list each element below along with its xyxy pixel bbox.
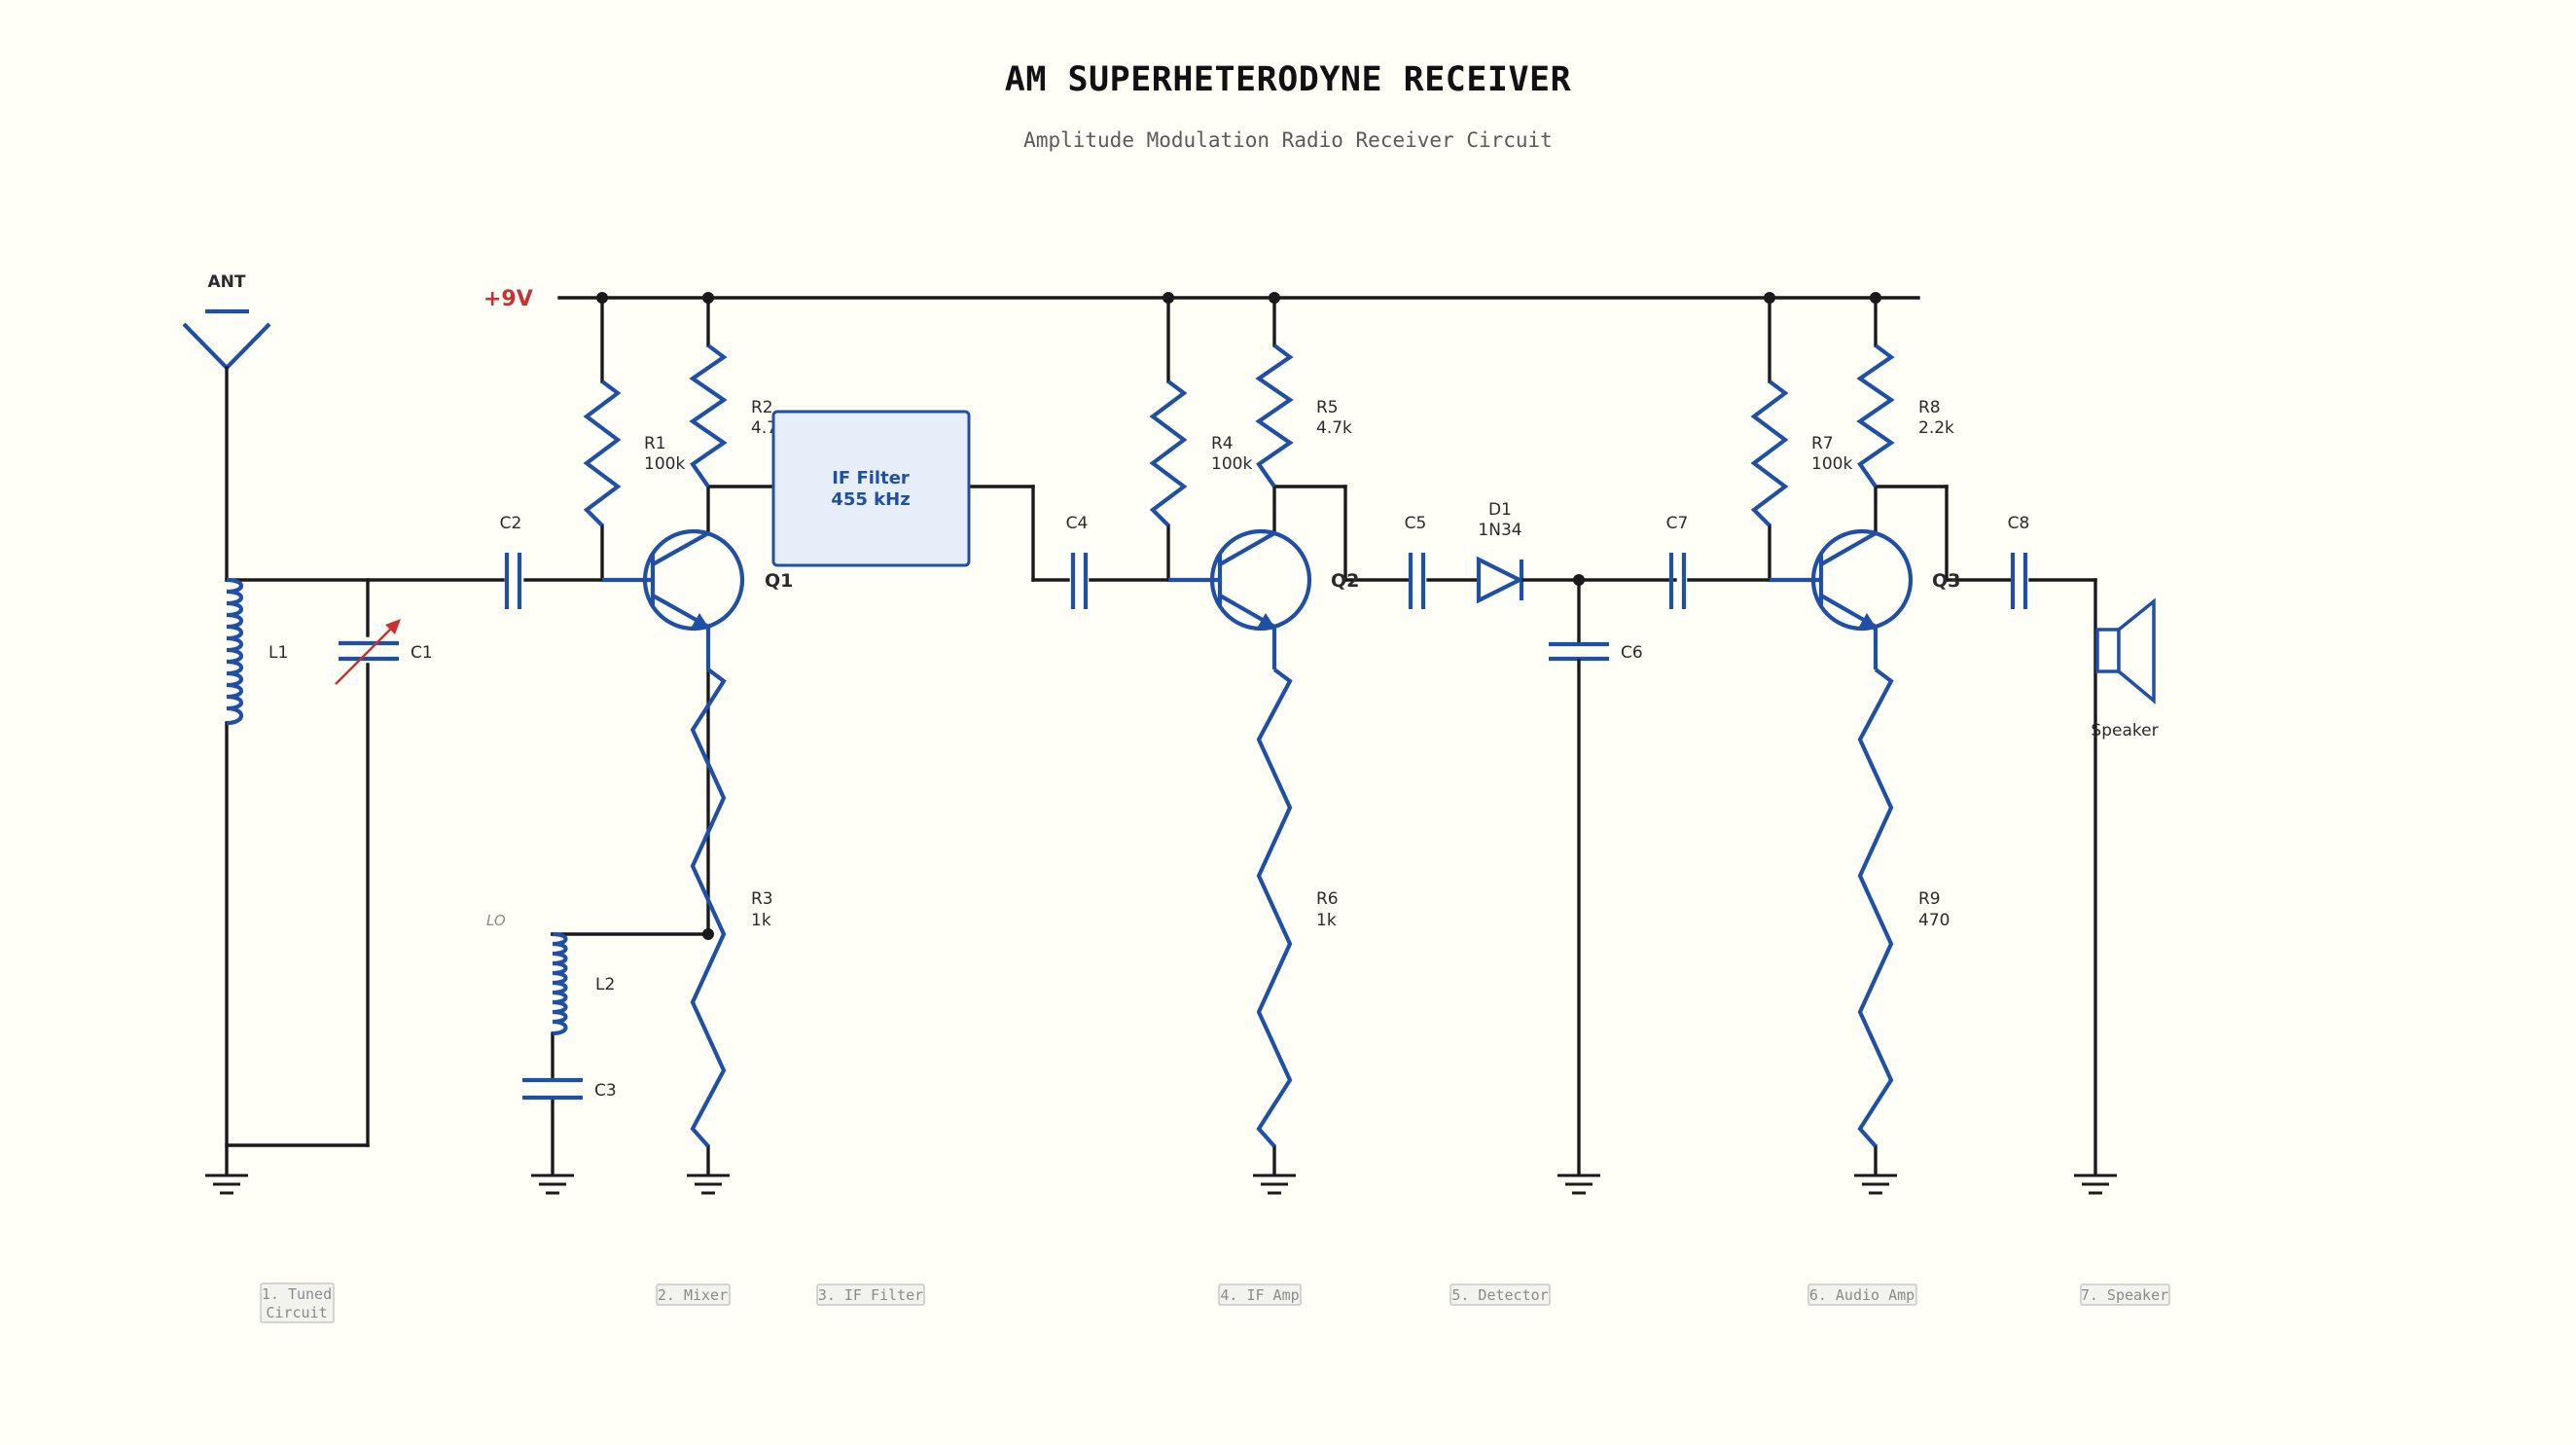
resistor-R7: R7 100k [1750,379,1852,527]
if-filter-frequency: 455 kHz [831,489,910,510]
R8-name: R8 [1918,398,1941,417]
ground-icon [687,1174,730,1195]
ground-icon [1557,1174,1600,1195]
stage-mixer: 2. Mixer [656,1283,731,1306]
stage-3-label: 3. IF Filter [818,1286,923,1304]
stage-2-label: 2. Mixer [658,1286,728,1304]
ground-icon [1854,1174,1897,1195]
C7-label: C7 [1666,514,1689,533]
tuned-circuit-wiring [225,366,505,1174]
stage-7-label: 7. Speaker [2081,1286,2168,1304]
local-oscillator: LO [486,912,506,929]
resistor-R6: R6 1k [1256,668,1339,1148]
Q1-label: Q1 [765,570,793,592]
transistor-Q1: Q1 [602,528,793,669]
stage-audio-amp: 6. Audio Amp [1807,1283,1917,1306]
if-filter: IF Filter 455 kHz [771,410,1070,582]
stage-1-line1: 1. Tuned [262,1285,332,1303]
capacitor-C2: C2 [500,514,602,609]
R4-name: R4 [1211,434,1234,453]
audio-amp-wiring [1768,296,2015,1174]
D1-value: 1N34 [1478,521,1521,540]
capacitor-C8: C8 [2008,514,2097,1174]
C6-label: C6 [1621,643,1643,663]
variable-capacitor-C1[interactable]: C1 [335,619,433,685]
C2-label: C2 [500,514,522,533]
stage-1-line2: Circuit [266,1304,327,1321]
capacitor-C6: C6 [1549,578,1643,1174]
inductor-L1: L1 [226,577,288,726]
R9-value: 470 [1918,911,1950,930]
L1-label: L1 [268,643,288,663]
R8-value: 2.2k [1918,418,1954,438]
speaker: Speaker [2091,597,2159,741]
R1-name: R1 [644,434,666,453]
stage-if-filter: 3. IF Filter [816,1283,925,1306]
R7-value: 100k [1811,454,1852,474]
supply-label: +9V [483,287,533,311]
resistor-R4: R4 100k [1149,379,1252,527]
supply-rail: +9V [483,287,1920,311]
antenna-label: ANT [208,272,246,292]
inductor-L2: L2 [552,931,615,1036]
stage-5-label: 5. Detector [1451,1286,1548,1304]
stage-6-label: 6. Audio Amp [1809,1286,1914,1304]
C5-label: C5 [1405,514,1427,533]
D1-name: D1 [1488,500,1512,520]
page-subtitle: Amplitude Modulation Radio Receiver Circ… [1023,128,1553,152]
C4-label: C4 [1066,514,1089,533]
R3-value: 1k [751,911,771,930]
R6-value: 1k [1316,911,1337,930]
if-filter-title: IF Filter [832,468,910,488]
R2-name: R2 [751,398,773,417]
capacitor-C5: C5 [1405,514,1481,609]
mixer-wiring [551,296,775,1174]
R5-value: 4.7k [1316,418,1352,438]
transistor-Q2: Q2 [1168,528,1359,669]
stage-tuned-circuit: 1. Tuned Circuit [260,1282,335,1323]
Q2-label: Q2 [1331,570,1359,592]
resistor-R3: R3 1k [690,668,773,1148]
R4-value: 100k [1211,454,1252,474]
resistor-R1: R1 100k [583,379,685,527]
Q3-label: Q3 [1932,570,1960,592]
if-amp-wiring [1166,296,1413,1174]
ground-icon [1253,1174,1296,1195]
C1-label: C1 [411,643,433,663]
stage-labels: 1. Tuned Circuit 2. Mixer 3. IF Filter 4… [260,1282,2170,1323]
ground-icon [531,1174,574,1195]
speaker-label: Speaker [2091,721,2158,741]
page-title: AM SUPERHETERODYNE RECEIVER [1004,60,1572,99]
grounds [205,1174,2117,1195]
C3-label: C3 [594,1081,617,1101]
stage-4-label: 4. IF Amp [1220,1286,1299,1304]
R6-name: R6 [1316,889,1339,909]
stage-detector: 5. Detector [1449,1283,1551,1306]
capacitor-C7: C7 [1666,514,1771,609]
R9-name: R9 [1918,889,1941,909]
R1-value: 100k [644,454,685,474]
diode-D1: D1 1N34 [1476,500,1677,604]
antenna: ANT [182,272,271,372]
stage-if-amp: 4. IF Amp [1218,1283,1302,1306]
capacitor-C4: C4 [1066,514,1170,609]
ground-icon [2074,1174,2117,1195]
lo-label: LO [486,912,506,929]
resistor-R5: R5 4.7k [1255,343,1352,488]
resistor-R8: R8 2.2k [1856,343,1954,488]
transistor-Q3: Q3 [1770,528,1960,669]
L2-label: L2 [595,975,615,994]
R5-name: R5 [1316,398,1339,417]
R3-name: R3 [751,889,773,909]
resistor-R9: R9 470 [1857,668,1950,1148]
capacitor-C3: C3 [522,1077,617,1101]
stage-speaker: 7. Speaker [2080,1283,2170,1306]
ground-icon [205,1174,248,1195]
R7-name: R7 [1811,434,1834,453]
C8-label: C8 [2008,514,2030,533]
